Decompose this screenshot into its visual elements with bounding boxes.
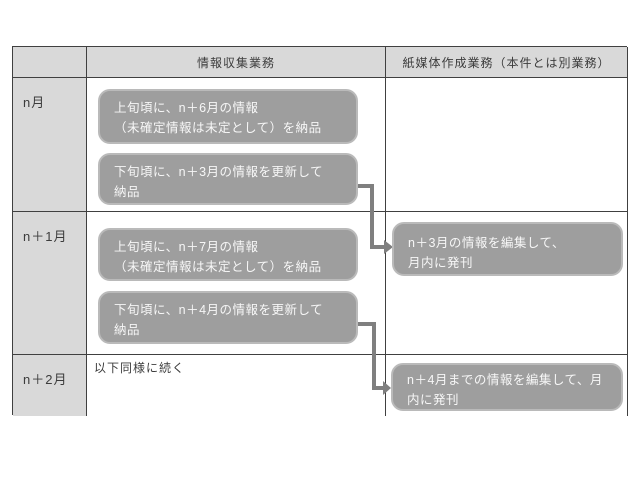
body-cell-print-n1 — [386, 212, 628, 355]
header-cell-collection: 情報収集業務 — [87, 47, 386, 78]
body-cell-print-n2 — [386, 355, 628, 416]
row-header-n1-month: n＋1月 — [13, 212, 87, 355]
row-header-n2-month: n＋2月 — [13, 355, 87, 416]
row-header-n-month: n月 — [13, 78, 87, 212]
body-cell-collection-n1 — [87, 212, 386, 355]
body-cell-collection-n — [87, 78, 386, 212]
header-cell-empty — [13, 47, 87, 78]
continuation-note: 以下同様に続く — [87, 355, 386, 416]
body-cell-print-n — [386, 78, 628, 212]
header-cell-print: 紙媒体作成業務（本件とは別業務） — [386, 47, 628, 78]
schedule-table: 情報収集業務 紙媒体作成業務（本件とは別業務） n月 n＋1月 n＋2月 以下同… — [12, 46, 628, 416]
header-label-print: 紙媒体作成業務（本件とは別業務） — [402, 55, 611, 70]
header-label-collection: 情報収集業務 — [196, 55, 275, 70]
